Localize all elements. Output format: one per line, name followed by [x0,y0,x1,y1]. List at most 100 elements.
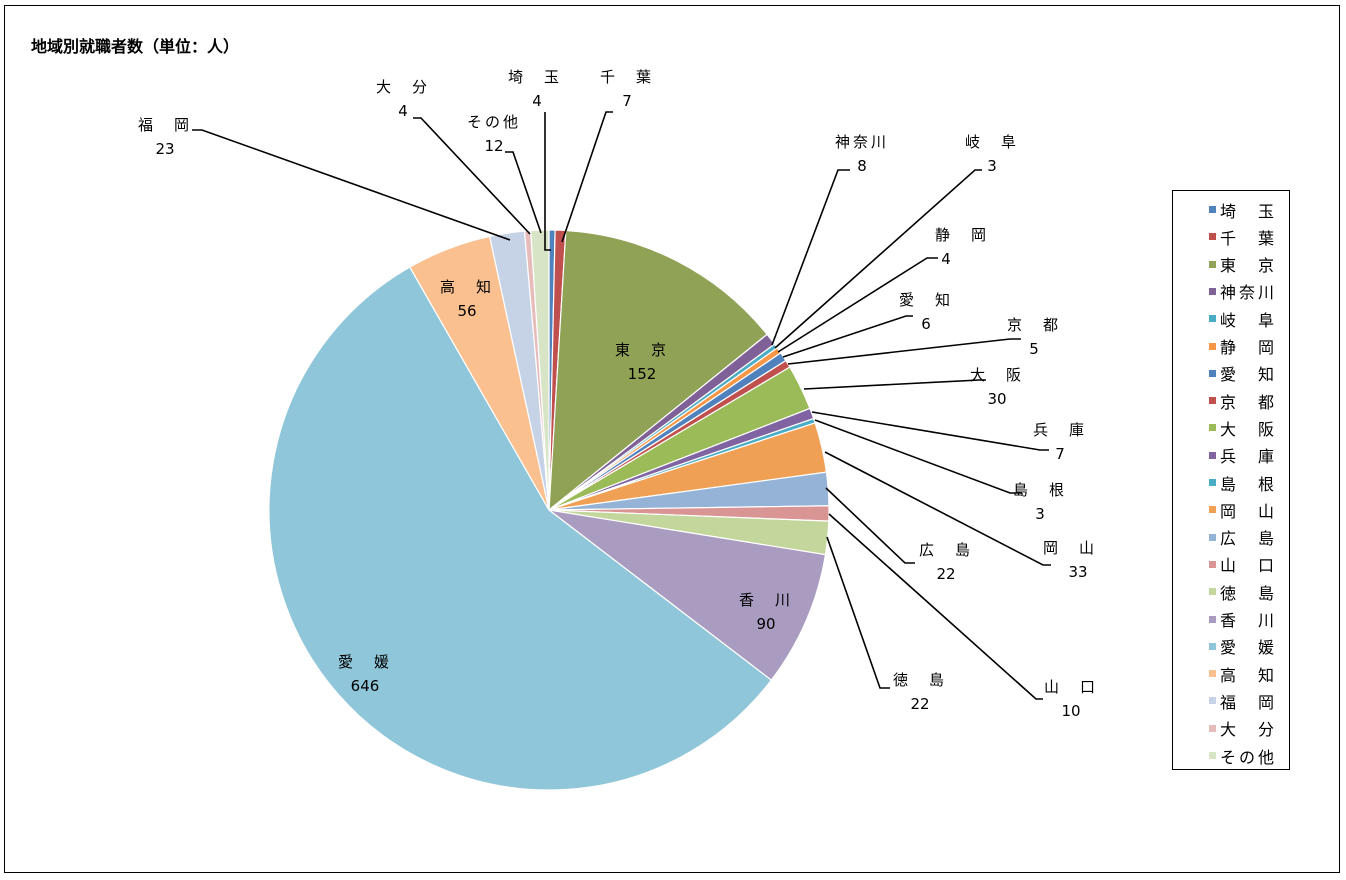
leader-line [544,112,551,251]
legend-label: 高 知 [1220,665,1278,685]
leader-line [787,338,1021,365]
data-label-name: 大 阪 [970,366,1024,384]
data-label-name: 東 京 [615,341,669,359]
legend-swatch [1209,315,1216,323]
data-label-name: 福 岡 [138,116,192,134]
leader-line [811,411,1049,451]
legend-item: 埼 玉 [1173,196,1277,223]
legend-label: 千 葉 [1220,228,1278,248]
legend-label: 広 島 [1220,529,1278,549]
data-label-value: 4 [532,92,542,110]
legend-swatch [1209,260,1216,268]
legend-label: 兵 庫 [1220,447,1278,467]
data-label-name: 千 葉 [600,68,654,86]
legend-item: 千 葉 [1173,223,1277,250]
pie-slice [548,229,768,512]
data-label-value: 152 [628,365,657,383]
legend-item: 福 岡 [1173,687,1277,714]
legend-swatch [1209,451,1216,459]
data-label-name: 愛 媛 [338,653,392,671]
leader-line [777,257,938,353]
data-label-value: 6 [921,315,931,333]
data-label-name: 埼 玉 [508,68,562,86]
leader-line [826,536,890,689]
legend-label: 神奈川 [1220,283,1278,303]
leader-line [561,111,613,243]
legend-item: 東 京 [1173,251,1277,278]
data-label-value: 10 [1061,702,1080,720]
legend-item: 徳 島 [1173,578,1277,605]
chart-title: 地域別就職者数（単位：人） [31,37,240,56]
legend-label: 東 京 [1220,256,1278,276]
pie-slices [268,229,830,791]
legend-label: 岐 阜 [1220,310,1278,330]
data-label-name: 愛 知 [899,291,953,309]
data-label-value: 90 [756,615,775,633]
data-label-name: 京 都 [1007,316,1061,334]
data-label-name: 徳 島 [893,671,947,689]
data-label-value: 7 [1055,445,1065,463]
data-label-value: 3 [1035,505,1045,523]
leader-line [192,129,511,241]
legend-swatch [1209,752,1216,759]
legend-item: その他 [1173,742,1277,769]
leader-line [825,487,915,564]
data-label-name: 岐 阜 [965,133,1019,151]
legend-swatch [1209,424,1216,432]
legend-swatch [1209,642,1216,650]
legend-item: 山 口 [1173,551,1277,578]
data-label-value: 30 [987,390,1006,408]
leader-line [828,513,1043,700]
data-label-name: 兵 庫 [1033,421,1087,439]
data-label-name: 静 岡 [935,226,989,244]
legend-label: 埼 玉 [1220,201,1278,221]
data-label-name: 山 口 [1044,678,1098,696]
legend-item: 兵 庫 [1173,442,1277,469]
legend-label: 大 分 [1220,720,1278,740]
leader-line [824,451,1051,566]
data-label-value: 8 [857,157,867,175]
data-label-value: 646 [351,677,380,695]
legend-swatch [1209,479,1216,486]
legend-item: 大 分 [1173,715,1277,742]
data-label-value: 33 [1068,563,1087,581]
legend-swatch [1209,560,1216,568]
leader-line [782,315,913,358]
data-label-value: 23 [155,140,174,158]
data-label-name: 島 根 [1013,481,1067,499]
legend-label: 愛 媛 [1220,638,1278,658]
data-label-value: 4 [941,250,951,268]
data-label-name: その他 [467,113,521,131]
leader-lines [192,111,1051,700]
legend-item: 大 阪 [1173,414,1277,441]
legend-label: 徳 島 [1220,583,1278,603]
legend-swatch [1209,724,1216,732]
data-label-value: 22 [910,695,929,713]
legend-item: 京 都 [1173,387,1277,414]
legend-swatch [1209,206,1216,213]
data-label-name: 香 川 [739,591,793,609]
legend-item: 岡 山 [1173,496,1277,523]
legend-swatch [1209,397,1216,405]
legend-swatch [1209,588,1216,596]
legend-swatch [1209,287,1216,295]
legend-item: 島 根 [1173,469,1277,496]
legend-item: 神奈川 [1173,278,1277,305]
legend-label: 山 口 [1220,556,1278,576]
legend-item: 静 岡 [1173,333,1277,360]
legend-item: 愛 媛 [1173,633,1277,660]
legend-label: 香 川 [1220,611,1278,630]
legend-swatch [1209,506,1216,514]
legend-label: 静 岡 [1220,338,1278,357]
data-label-value: 5 [1029,340,1039,358]
data-label-name: 広 島 [919,541,973,559]
legend-label: 大 阪 [1220,419,1278,439]
legend-label: 京 都 [1220,392,1278,412]
legend: 埼 玉千 葉東 京神奈川岐 阜静 岡愛 知京 都大 阪兵 庫島 根岡 山広 島山… [1172,190,1290,770]
legend-item: 広 島 [1173,524,1277,551]
data-label-name: 高 知 [440,278,494,296]
legend-swatch [1209,369,1216,377]
leader-line [774,169,982,349]
